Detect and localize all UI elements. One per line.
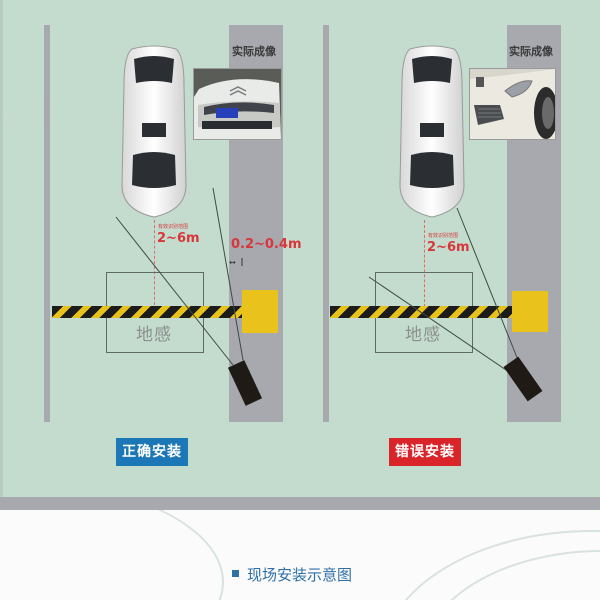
car-topview-icon-right <box>399 45 465 218</box>
offset-arrow-icon: ↔ <box>229 258 236 267</box>
car-side-photo-icon <box>470 69 555 139</box>
caption-text: 现场安装示意图 <box>247 566 353 584</box>
ground-loop-label-right: 地感 <box>405 325 441 345</box>
correct-install-scene: 实际成像 <box>3 0 303 497</box>
camera-view-lines-right <box>368 207 519 373</box>
bottom-strip <box>0 497 600 510</box>
correct-install-tag: 正确安装 <box>116 438 188 466</box>
real-image-photo-right <box>469 68 556 140</box>
diagram-panel: 东莞市新恒安交通设备有限公司 东莞市新恒安交通设备有限公司 实际成像 <box>0 0 600 497</box>
caption: 现场安装示意图 <box>232 564 352 585</box>
barrier-gate-box-right <box>512 291 548 332</box>
lane-line-left <box>44 25 50 222</box>
range-label: 有效识别范围 <box>158 224 189 230</box>
barrier-arm-right <box>330 306 513 318</box>
range-value-right: 2~6m <box>427 240 470 255</box>
offset-value: 0.2~0.4m <box>231 237 302 252</box>
wrong-install-tag: 错误安装 <box>389 438 461 466</box>
range-value: 2~6m <box>157 231 200 246</box>
range-label-right: 有效识别范围 <box>428 233 459 239</box>
wrong-install-scene: 实际成像 有效识别范围 2~6m 地感 <box>3 0 600 497</box>
lane-line-right <box>323 25 329 422</box>
camera-view-lines <box>115 187 244 366</box>
barrier-gate-box <box>242 290 278 333</box>
caption-area <box>0 510 600 600</box>
car-front-photo-icon <box>194 69 281 139</box>
ground-loop-label: 地感 <box>136 325 172 345</box>
real-image-label: 实际成像 <box>232 45 276 58</box>
car-topview-icon <box>118 45 190 218</box>
caption-bullet-icon <box>232 570 239 577</box>
range-dashed-line-right <box>424 220 425 312</box>
real-image-label-right: 实际成像 <box>509 45 553 58</box>
lane-line-left-lower <box>44 200 50 422</box>
barrier-arm <box>52 306 242 318</box>
decor-swoosh <box>0 510 224 600</box>
real-image-photo <box>193 68 282 140</box>
